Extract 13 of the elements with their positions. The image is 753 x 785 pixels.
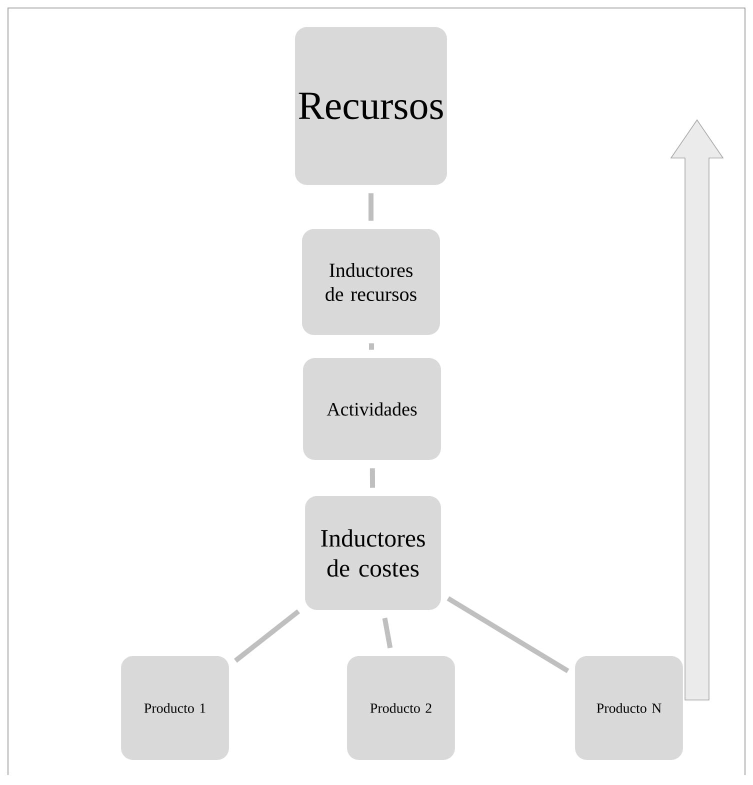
process-box: Producto N bbox=[575, 656, 683, 760]
process-box: Inductores de costes bbox=[305, 496, 441, 610]
connector-line bbox=[370, 468, 376, 488]
process-box: Actividades bbox=[303, 358, 441, 460]
connector-line bbox=[234, 609, 300, 663]
process-box: Recursos bbox=[295, 27, 447, 185]
process-box: Producto 1 bbox=[121, 656, 229, 760]
connector-line bbox=[368, 343, 374, 350]
connector-line bbox=[368, 193, 374, 221]
process-box: Inductores de recursos bbox=[302, 229, 440, 335]
process-box: Producto 2 bbox=[347, 656, 455, 760]
connector-line bbox=[382, 618, 393, 648]
connector-line bbox=[446, 596, 570, 674]
